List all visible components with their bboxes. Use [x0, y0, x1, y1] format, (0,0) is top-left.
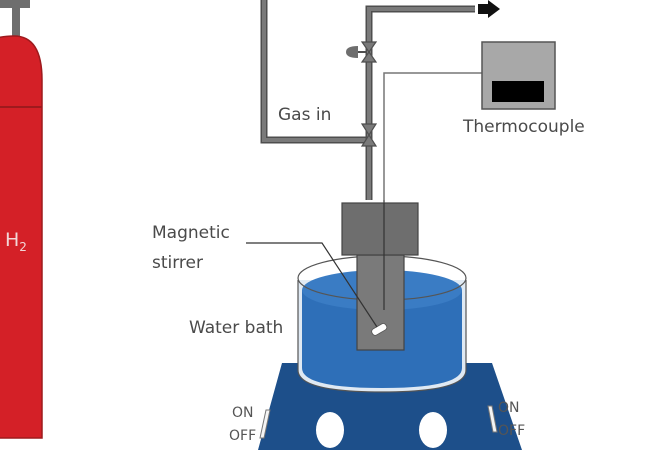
left-switch-off-label: OFF: [229, 428, 256, 444]
stirrer-leader-line: [246, 242, 378, 328]
cylinder-gas-label: H2: [5, 229, 27, 254]
cylinder-valve-stem: [12, 8, 20, 38]
stirrer-knob-right[interactable]: [419, 412, 447, 448]
cylinder-body: [0, 35, 43, 439]
stir-bar: [371, 323, 388, 336]
stirrer-knob-left[interactable]: [316, 412, 344, 448]
left-switch-on-label: ON: [232, 405, 254, 421]
thermocouple-wire: [383, 72, 482, 200]
cylinder-valve-handle: [0, 0, 30, 8]
thermocouple-device: [481, 41, 556, 110]
hydrogen-cylinder: H2: [0, 0, 43, 439]
right-switch-off-label: OFF: [498, 423, 525, 439]
magnetic-stirrer-label-line1: Magnetic: [152, 223, 230, 243]
upper-valve-icon: [346, 41, 378, 63]
outlet-pipe: [365, 5, 475, 200]
reactor-lid: [341, 202, 419, 256]
thermocouple-label: Thermocouple: [462, 117, 585, 137]
magnetic-stirrer-label-line2: stirrer: [152, 253, 203, 273]
thermocouple-display: [492, 81, 544, 102]
left-toggle-switch[interactable]: [259, 409, 271, 439]
outlet-arrow-icon: [478, 0, 500, 18]
valve-actuator-icon: [346, 46, 358, 58]
right-toggle-switch[interactable]: [487, 405, 498, 433]
reactor-vessel: [341, 202, 419, 351]
water-bath-label: Water bath: [189, 318, 283, 338]
gas-in-label: Gas in: [278, 105, 331, 125]
lower-valve-icon: [360, 123, 378, 147]
gas-inlet-pipe: [260, 0, 368, 144]
right-switch-on-label: ON: [498, 400, 520, 416]
